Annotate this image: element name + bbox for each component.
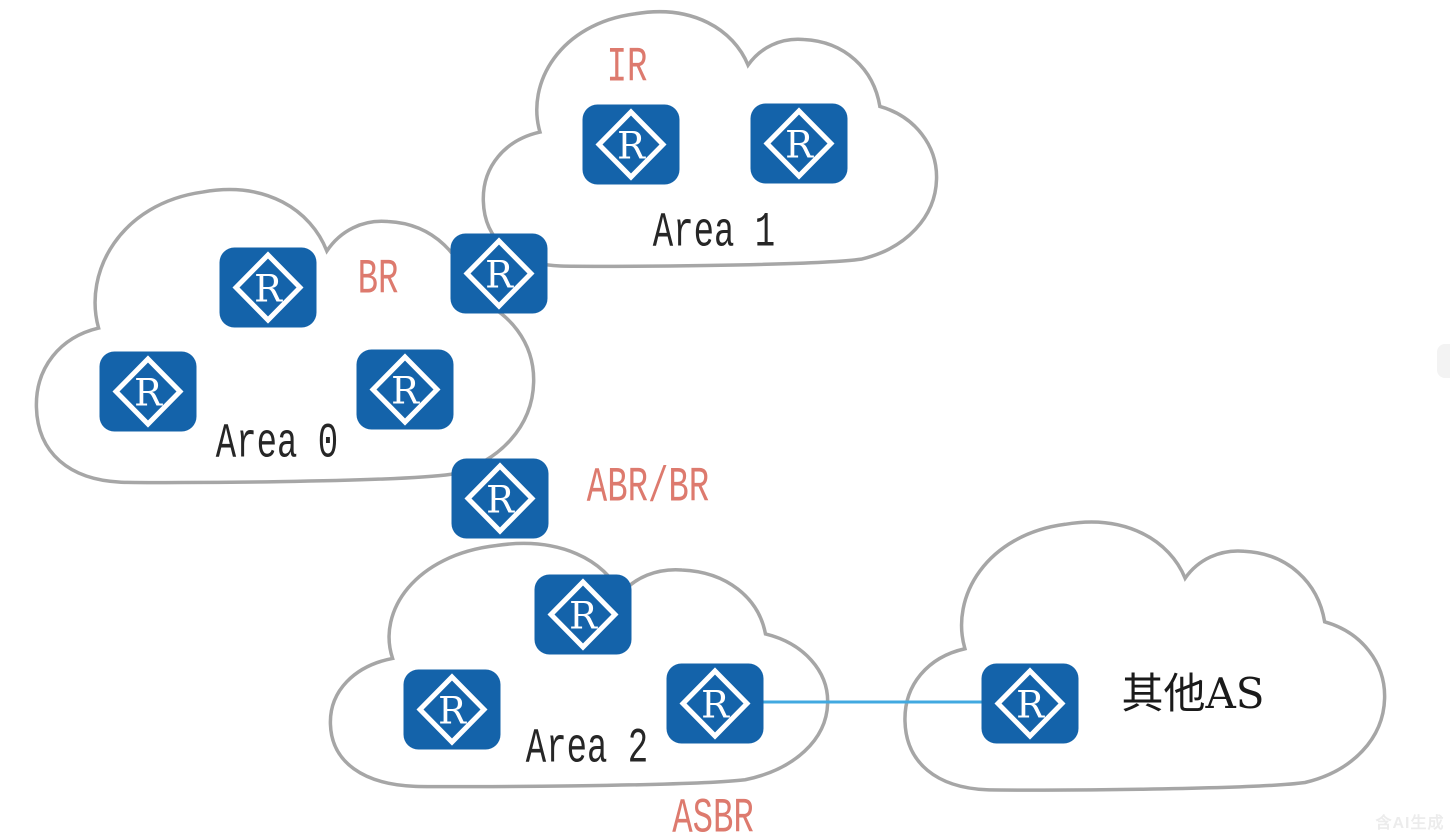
abr-br-role-label: ABR/BR	[586, 461, 710, 517]
asbr-role-label: ASBR	[672, 792, 754, 835]
ai-watermark: 含AI生成	[1375, 815, 1445, 832]
router-icon-area2-left	[404, 670, 501, 750]
router-icon-area1-right	[751, 104, 848, 184]
router-icon-asbr	[667, 664, 764, 744]
router-icon-area0-top	[220, 248, 317, 328]
router-icon-area0-area1-border	[451, 234, 548, 314]
router-icon-area0-left	[100, 352, 197, 432]
router-icon-other-as	[982, 664, 1079, 744]
area2-label: Area 2	[525, 722, 649, 778]
ir-role-label: IR	[606, 41, 648, 97]
area0-label: Area 0	[215, 417, 339, 473]
br-role-label: BR	[357, 253, 399, 309]
router-icon-abr-br	[452, 459, 549, 539]
router-icon-area0-right	[357, 350, 454, 430]
router-icon-area2-top	[535, 575, 632, 655]
other-as-label: 其他AS	[1121, 669, 1265, 718]
router-icon-area1-left	[583, 105, 680, 185]
area1-label: Area 1	[652, 206, 776, 262]
right-edge-artifact	[1437, 344, 1450, 378]
cloud-other-as-fill	[904, 522, 1385, 791]
